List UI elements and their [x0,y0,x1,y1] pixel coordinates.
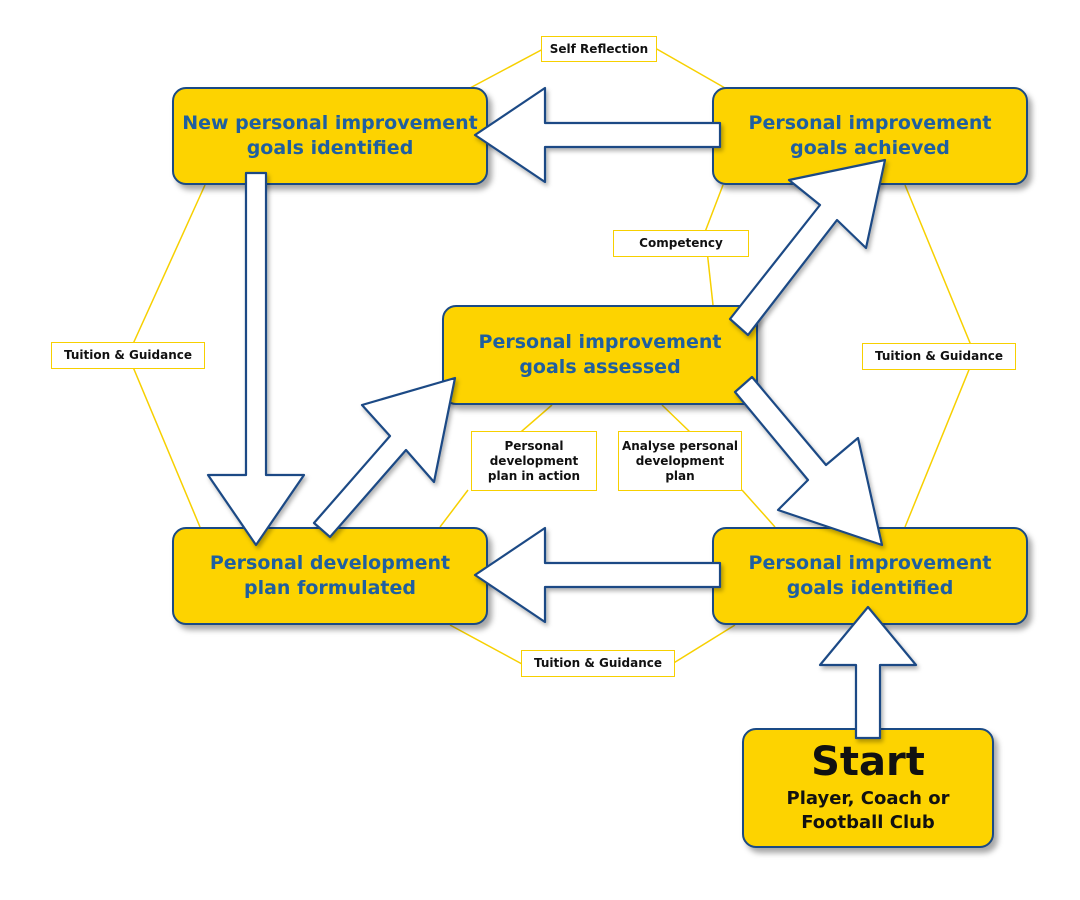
node-text: New personal improvement [182,112,478,135]
node-text: goals identified [786,577,954,599]
label-text: development [635,453,725,468]
competency-label: Competency [613,230,749,257]
tuition-guidance-left-label: Tuition & Guidance [51,342,205,369]
node-text: goals identified [246,137,414,159]
goals-achieved-box: Personal improvement goals achieved [712,87,1028,185]
start-subtitle: Player, Coach or [786,787,950,809]
label-text: Tuition & Guidance [875,349,1003,363]
node-text: goals assessed [519,356,681,378]
node-text: Personal improvement [748,552,992,575]
label-text: plan in action [487,468,581,483]
analyse-plan-label: Analyse personal development plan [618,431,742,491]
node-text: plan formulated [244,577,416,599]
plan-in-action-label: Personal development plan in action [471,431,597,491]
tuition-guidance-bottom-label: Tuition & Guidance [521,650,675,677]
label-text: Tuition & Guidance [534,656,662,670]
label-text: Competency [639,236,723,250]
label-text: Personal [504,438,564,453]
label-text: Tuition & Guidance [64,348,192,362]
node-text: Personal development [209,552,451,575]
start-subtitle: Football Club [801,812,935,833]
goals-assessed-box: Personal improvement goals assessed [442,305,758,405]
node-text: Personal improvement [748,112,992,135]
node-text: goals achieved [790,137,950,159]
tuition-guidance-right-label: Tuition & Guidance [862,343,1016,370]
goals-identified-box: Personal improvement goals identified [712,527,1028,625]
new-goals-identified-box: New personal improvement goals identifie… [172,87,488,185]
label-text: Analyse personal [621,438,739,453]
plan-formulated-box: Personal development plan formulated [172,527,488,625]
start-box: Start Player, Coach or Football Club [742,728,994,848]
self-reflection-label: Self Reflection [541,36,657,62]
node-text: Personal improvement [478,331,722,354]
start-title: Start [811,738,925,785]
label-text: Self Reflection [549,41,649,56]
label-text: development [489,453,579,468]
label-text: plan [665,468,695,483]
